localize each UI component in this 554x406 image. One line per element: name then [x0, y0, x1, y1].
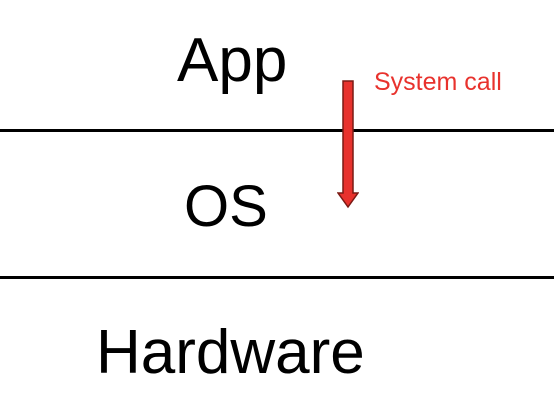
- os-layer-label: OS: [184, 174, 268, 239]
- system-call-arrow: [337, 80, 359, 209]
- system-call-label: System call: [374, 68, 502, 96]
- app-os-divider: [0, 129, 554, 132]
- os-hardware-divider: [0, 276, 554, 279]
- app-layer-label: App: [177, 26, 288, 95]
- hardware-layer-label: Hardware: [96, 318, 365, 387]
- system-call-arrow-shape: [337, 80, 359, 209]
